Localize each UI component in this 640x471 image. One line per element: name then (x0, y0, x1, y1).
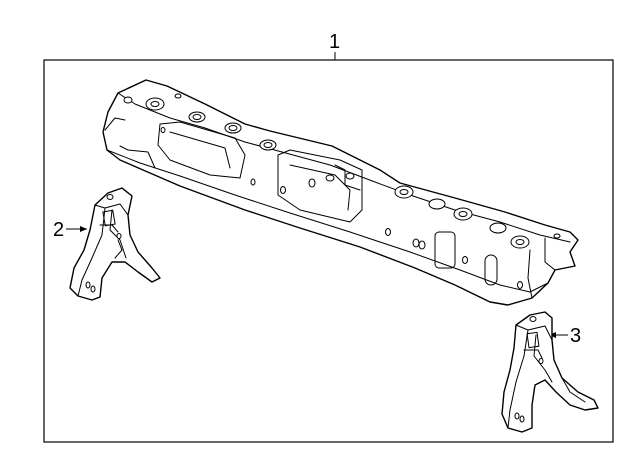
callout-label-3: 3 (570, 325, 581, 347)
diagram-frame (43, 59, 614, 443)
part-2-left-bracket (69, 187, 161, 301)
part-3-right-bracket (501, 311, 599, 433)
part-1-tie-bar (102, 79, 579, 306)
callout-label-1: 1 (329, 31, 340, 53)
callout-label-2: 2 (53, 219, 64, 241)
